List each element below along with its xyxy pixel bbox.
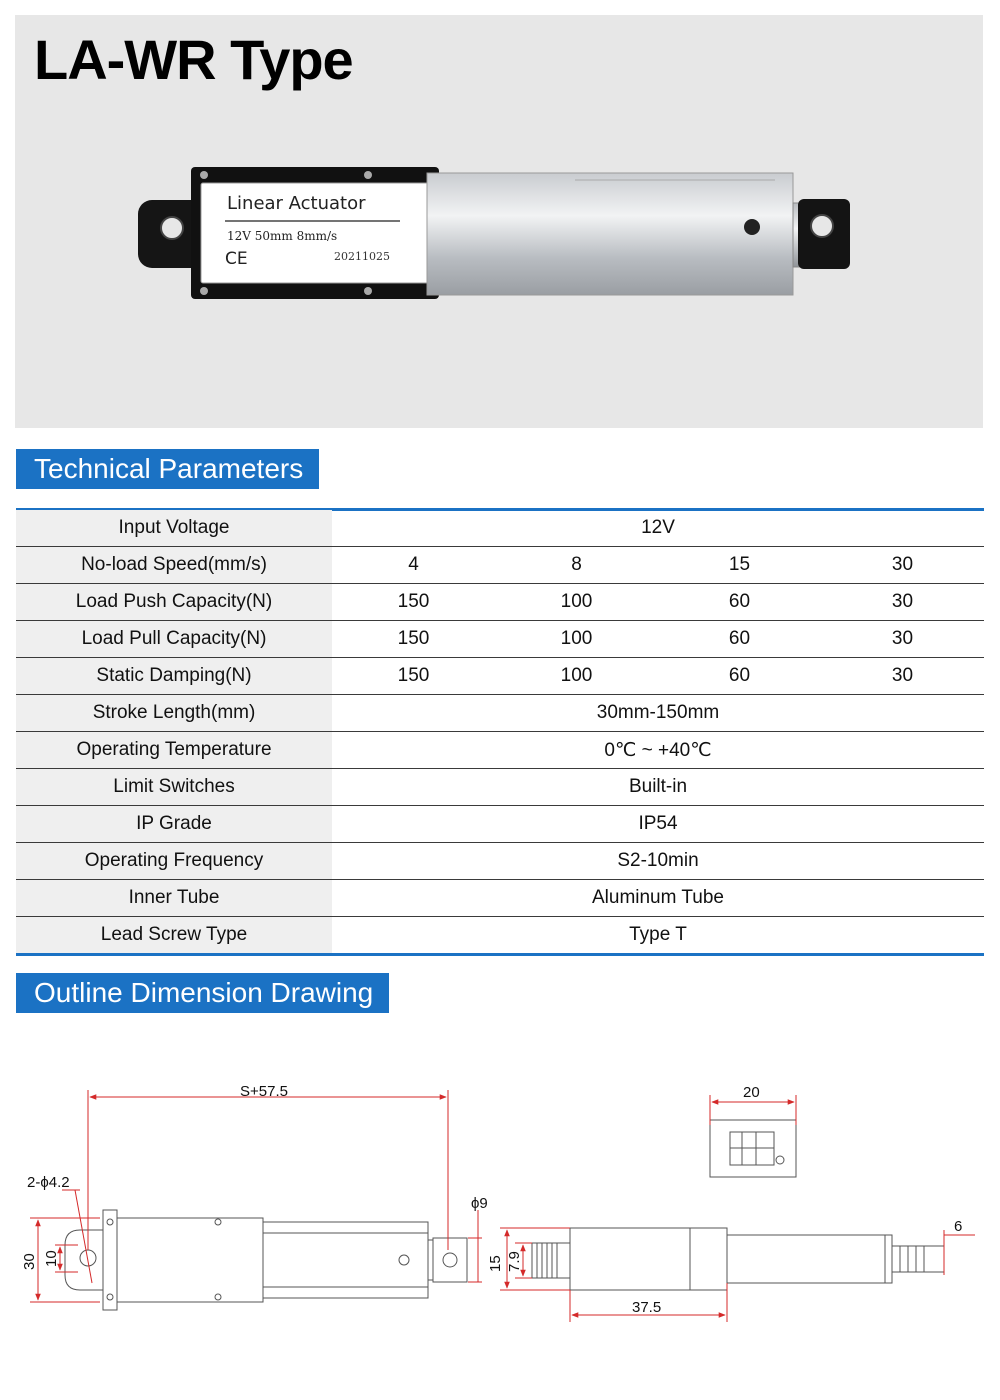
param-value: 30 [821,620,984,658]
param-value: Built-in [332,768,984,806]
dim-length-37-5: 37.5 [632,1299,661,1316]
param-value: Type T [332,916,984,956]
dim-width-20: 20 [743,1084,760,1101]
end-view [709,1119,797,1178]
actuator-label-code: 20211025 [334,250,390,263]
ce-mark: CE [225,249,248,269]
dim-tip-6: 6 [954,1218,962,1235]
dim-height-30: 30 [21,1253,38,1270]
param-label: Stroke Length(mm) [16,694,332,732]
param-value: 100 [495,620,658,658]
param-label: Limit Switches [16,768,332,806]
param-value: Aluminum Tube [332,879,984,917]
param-label: No-load Speed(mm/s) [16,546,332,584]
dim-height-10: 10 [43,1250,60,1267]
param-value: 30mm-150mm [332,694,984,732]
section-header-outline: Outline Dimension Drawing [16,973,390,1013]
param-value: 30 [821,657,984,695]
top-view [531,1227,945,1291]
param-value: S2-10min [332,842,984,880]
section-title: Technical Parameters [34,453,304,484]
param-value: 30 [821,546,984,584]
outline-dimension-drawing: S+57.5 2-ϕ4.2 ϕ9 30 10 20 [21,1083,975,1322]
param-label: Operating Temperature [16,731,332,769]
table-top-rule [16,508,984,511]
param-value: 8 [495,546,658,584]
actuator-label-title: Linear Actuator [227,193,366,214]
table-row: Stroke Length(mm)30mm-150mm [16,694,984,732]
param-value: 0℃ ~ +40℃ [332,731,984,769]
param-label: Input Voltage [16,510,332,547]
param-value: 15 [658,546,821,584]
param-label: Operating Frequency [16,842,332,880]
dim-height-7-9: 7.9 [506,1251,523,1272]
dim-hole-spec: 2-ϕ4.2 [27,1174,70,1191]
page-title: LA-WR Type [34,28,354,91]
param-value: 30 [821,583,984,621]
section-header-technical: Technical Parameters [16,449,320,489]
actuator-label-spec: 12V 50mm 8mm/s [227,229,338,243]
param-label: Load Push Capacity(N) [16,583,332,621]
param-value: 150 [332,620,495,658]
param-label: Lead Screw Type [16,916,332,956]
param-value: IP54 [332,805,984,843]
param-value: 100 [495,583,658,621]
param-value: 12V [332,510,984,547]
param-value: 60 [658,657,821,695]
param-value: 4 [332,546,495,584]
dim-rod-diameter: ϕ9 [471,1195,488,1212]
dim-height-15: 15 [487,1255,504,1272]
param-value: 60 [658,583,821,621]
dim-overall-length: S+57.5 [240,1083,288,1100]
param-value: 150 [332,583,495,621]
side-view [64,1209,468,1311]
section-title: Outline Dimension Drawing [34,977,374,1008]
param-value: 60 [658,620,821,658]
param-label: Inner Tube [16,879,332,917]
product-hero: LA-WR Type Linear Actuator 12V 50mm 8mm/… [15,15,983,428]
param-label: Static Damping(N) [16,657,332,695]
param-label: Load Pull Capacity(N) [16,620,332,658]
param-value: 100 [495,657,658,695]
product-photo [138,167,850,299]
param-label: IP Grade [16,805,332,843]
param-value: 150 [332,657,495,695]
